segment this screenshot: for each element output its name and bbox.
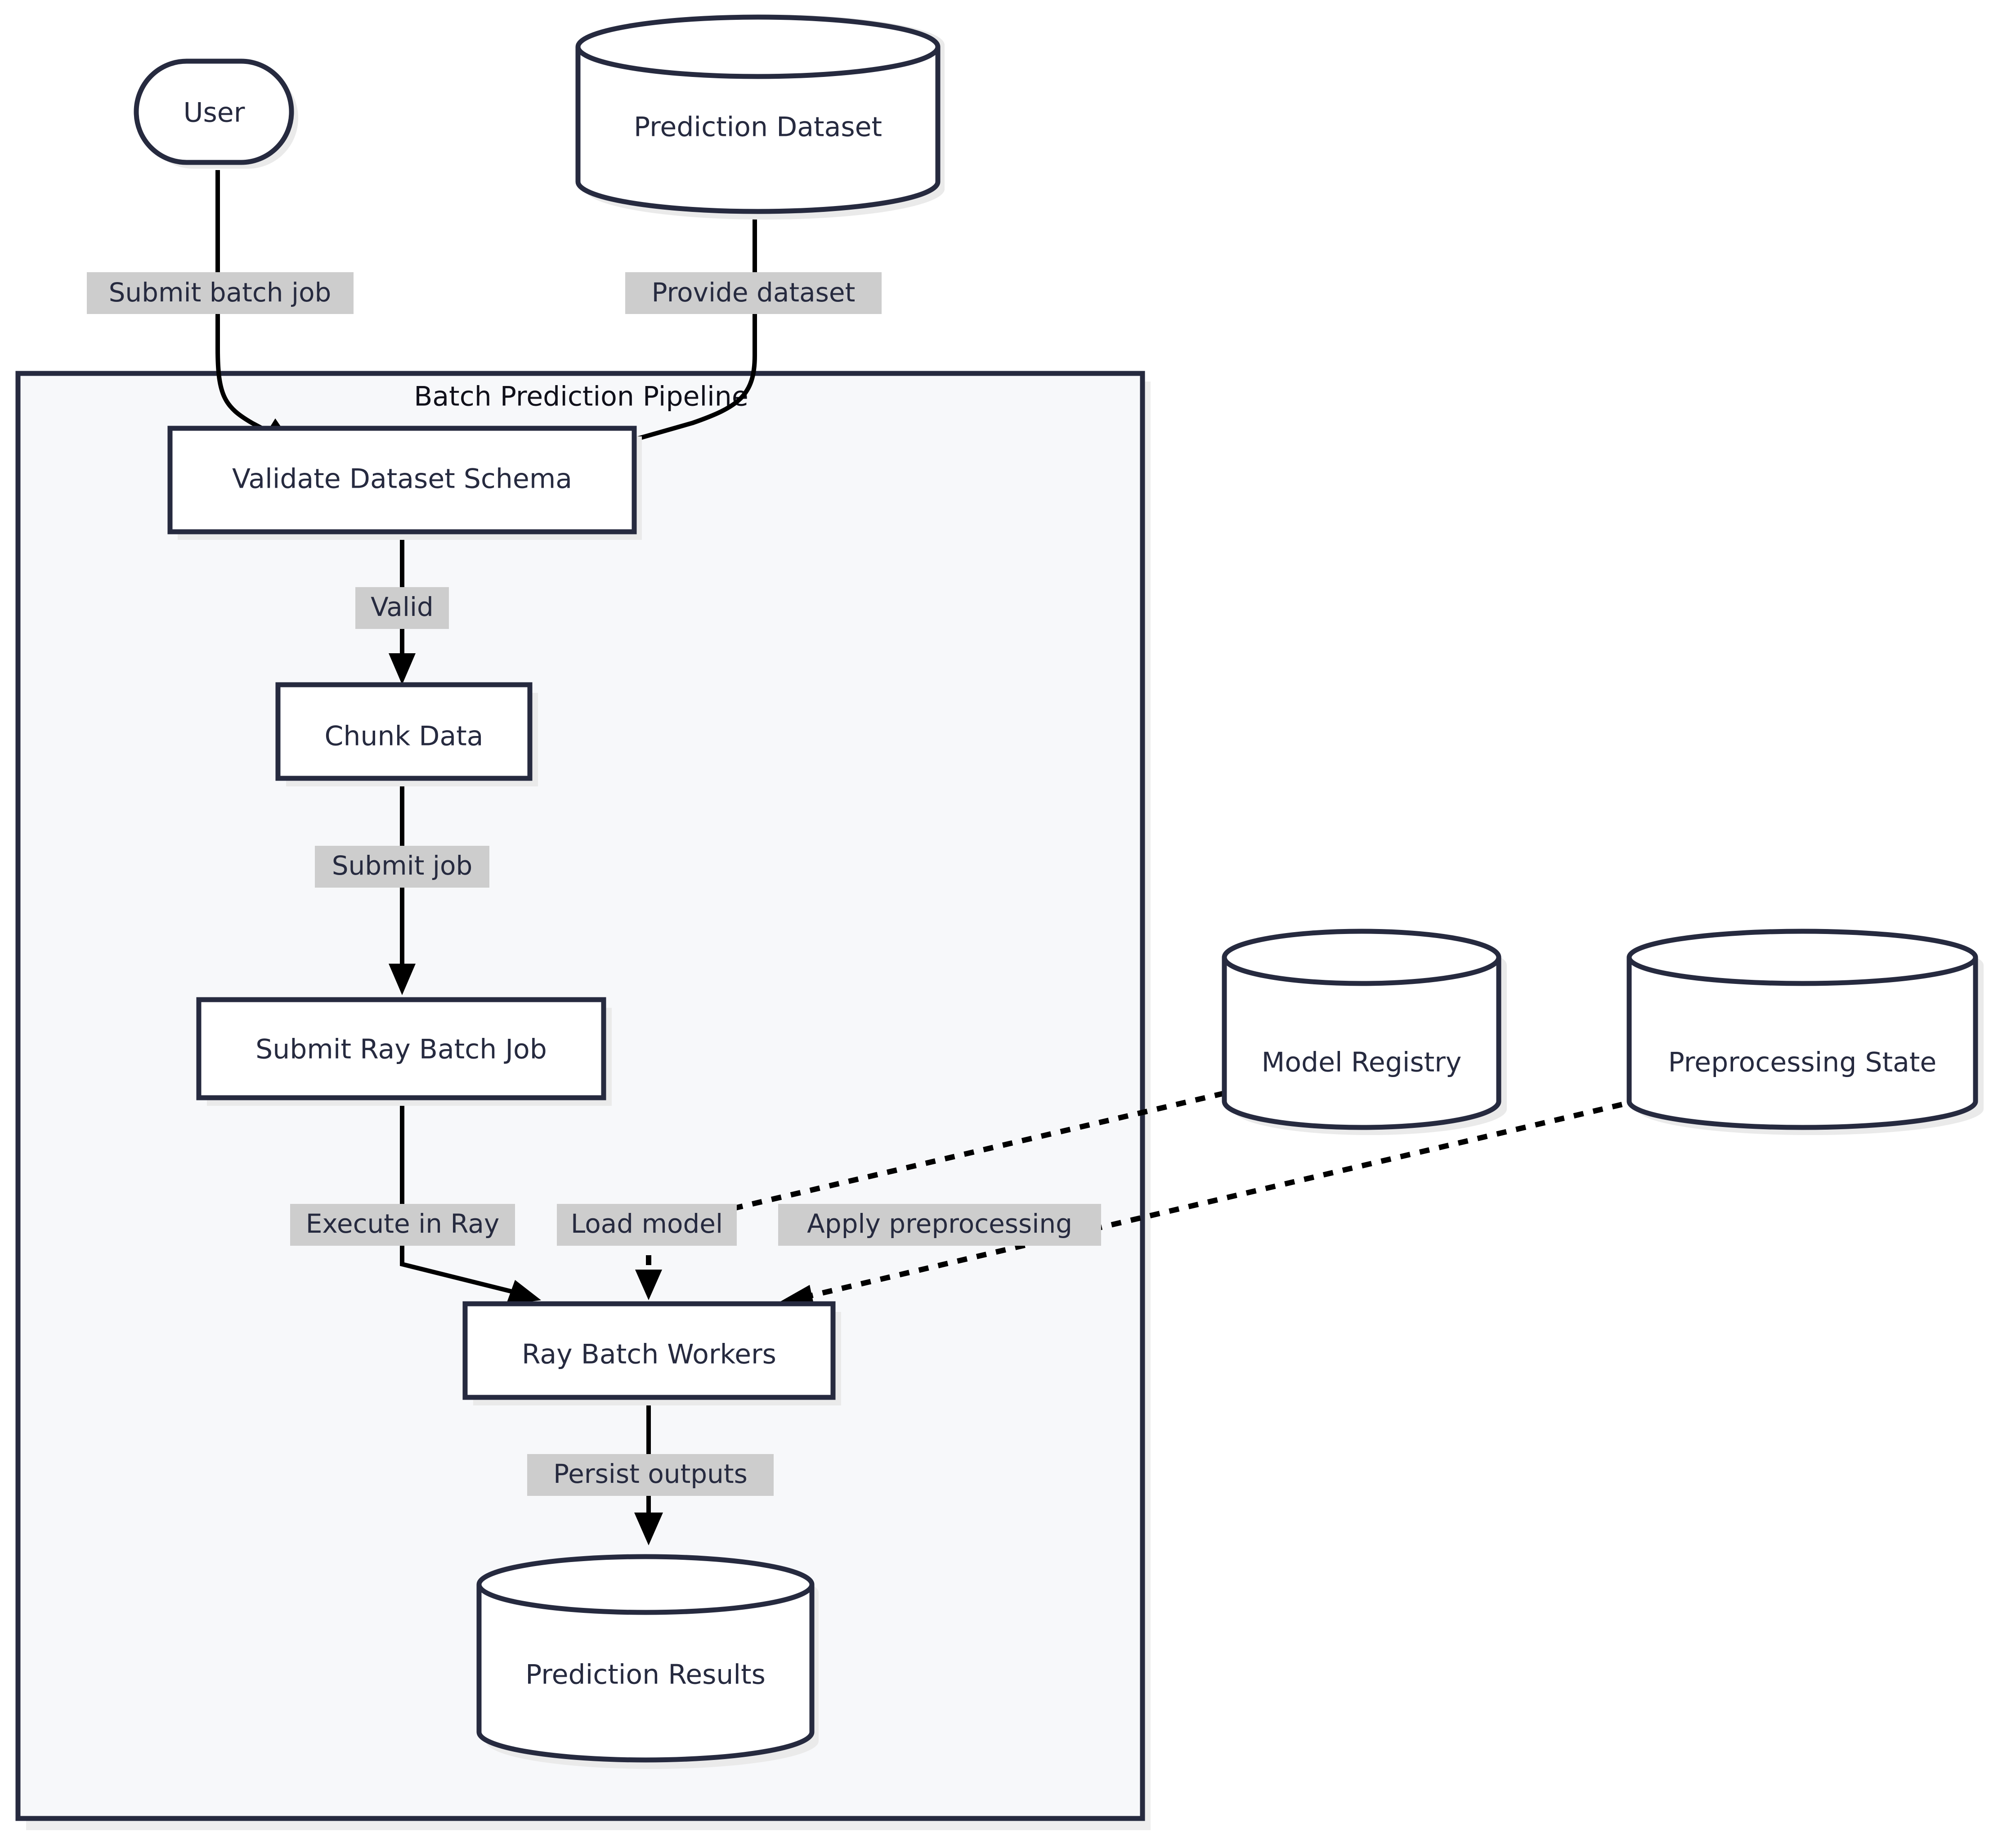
node-ray-batch-workers-label: Ray Batch Workers bbox=[522, 1339, 776, 1370]
node-prediction-dataset-top bbox=[575, 14, 941, 79]
edge-label-bg-e7 bbox=[778, 1204, 1101, 1246]
edge-label-execute-in-ray: Execute in Ray bbox=[290, 1204, 515, 1246]
edge-label-valid: Valid bbox=[355, 587, 449, 629]
edge-label-bg-e2 bbox=[625, 272, 882, 314]
node-submit-ray-batch-job-shape[interactable] bbox=[196, 997, 606, 1100]
node-prediction-dataset-label: Prediction Dataset bbox=[634, 112, 882, 143]
edge-label-apply-preprocessing: Apply preprocessing bbox=[778, 1204, 1101, 1246]
edge-label-text-e7: Apply preprocessing bbox=[807, 1208, 1072, 1239]
node-submit-ray-batch-job[interactable]: Submit Ray Batch Job bbox=[196, 997, 612, 1106]
subgraph-title: Batch Prediction Pipeline bbox=[414, 381, 748, 413]
node-prediction-results[interactable]: Prediction Results bbox=[476, 1554, 819, 1769]
node-model-registry-label: Model Registry bbox=[1262, 1047, 1462, 1078]
node-prediction-dataset[interactable]: Prediction Dataset bbox=[575, 14, 945, 220]
node-chunk-data-label: Chunk Data bbox=[324, 721, 483, 752]
arrowhead-e5 bbox=[506, 1280, 541, 1305]
node-ray-batch-workers-shape[interactable] bbox=[462, 1301, 836, 1400]
edge-path-e2 bbox=[597, 210, 757, 452]
node-preprocessing-state-label: Preprocessing State bbox=[1668, 1047, 1937, 1078]
node-ray-batch-workers[interactable]: Ray Batch Workers bbox=[462, 1301, 841, 1405]
node-user-label: User bbox=[184, 97, 245, 129]
edge-label-text-e3: Valid bbox=[371, 592, 434, 622]
edge-load-model bbox=[635, 1091, 1225, 1300]
node-validate-dataset-schema-shape[interactable] bbox=[167, 426, 637, 534]
edge-label-text-e5: Execute in Ray bbox=[306, 1208, 500, 1239]
node-validate-dataset-schema-label: Validate Dataset Schema bbox=[232, 463, 572, 495]
edge-label-text-e4: Submit job bbox=[332, 850, 473, 881]
arrowhead-e6 bbox=[635, 1270, 662, 1300]
node-submit-ray-batch-job-label: Submit Ray Batch Job bbox=[255, 1034, 547, 1065]
edge-label-persist-outputs: Persist outputs bbox=[527, 1454, 774, 1496]
node-chunk-data[interactable]: Chunk Data bbox=[275, 682, 538, 786]
arrowhead-e3 bbox=[389, 653, 416, 685]
node-prediction-dataset-body[interactable] bbox=[575, 47, 941, 214]
edge-path-e5 bbox=[400, 1098, 529, 1298]
node-prediction-results-body[interactable] bbox=[476, 1585, 815, 1763]
edge-label-text-e2: Provide dataset bbox=[652, 277, 856, 308]
edge-label-bg-e6 bbox=[557, 1204, 737, 1246]
edge-label-text-e1: Submit batch job bbox=[109, 277, 332, 308]
edge-label-submit-batch-job: Submit batch job bbox=[87, 272, 354, 314]
edge-label-bg-e4 bbox=[315, 846, 489, 888]
node-user-shape[interactable] bbox=[134, 58, 294, 165]
arrowhead-e8 bbox=[634, 1513, 663, 1545]
node-model-registry[interactable]: Model Registry bbox=[1222, 929, 1507, 1135]
edge-label-text-e8: Persist outputs bbox=[553, 1459, 748, 1489]
node-chunk-data-shape[interactable] bbox=[275, 682, 533, 781]
node-preprocessing-state[interactable]: Preprocessing State bbox=[1626, 929, 1984, 1135]
edge-path-e1 bbox=[215, 170, 291, 445]
arrowhead-e4 bbox=[389, 964, 416, 995]
node-prediction-results-top bbox=[476, 1554, 815, 1615]
edge-path-e7 bbox=[791, 1102, 1623, 1303]
edge-label-bg-e1 bbox=[87, 272, 354, 314]
node-model-registry-body[interactable] bbox=[1222, 957, 1501, 1130]
node-preprocessing-state-body[interactable] bbox=[1626, 957, 1978, 1130]
edge-label-provide-dataset: Provide dataset bbox=[625, 272, 882, 314]
edge-label-bg-e3 bbox=[355, 587, 449, 629]
node-model-registry-top bbox=[1222, 929, 1501, 986]
node-validate-dataset-schema[interactable]: Validate Dataset Schema bbox=[167, 426, 642, 540]
edge-label-text-e6: Load model bbox=[571, 1208, 723, 1239]
edge-label-load-model: Load model bbox=[557, 1204, 737, 1246]
node-user[interactable]: User bbox=[134, 58, 298, 169]
node-preprocessing-state-top bbox=[1626, 929, 1978, 986]
edge-label-submit-job: Submit job bbox=[315, 846, 489, 888]
edge-path-e6-upper bbox=[732, 1091, 1225, 1211]
edge-label-bg-e5 bbox=[290, 1204, 515, 1246]
edge-execute-in-ray bbox=[400, 1098, 541, 1305]
edge-label-bg-e8 bbox=[527, 1454, 774, 1496]
node-prediction-results-label: Prediction Results bbox=[525, 1659, 766, 1691]
